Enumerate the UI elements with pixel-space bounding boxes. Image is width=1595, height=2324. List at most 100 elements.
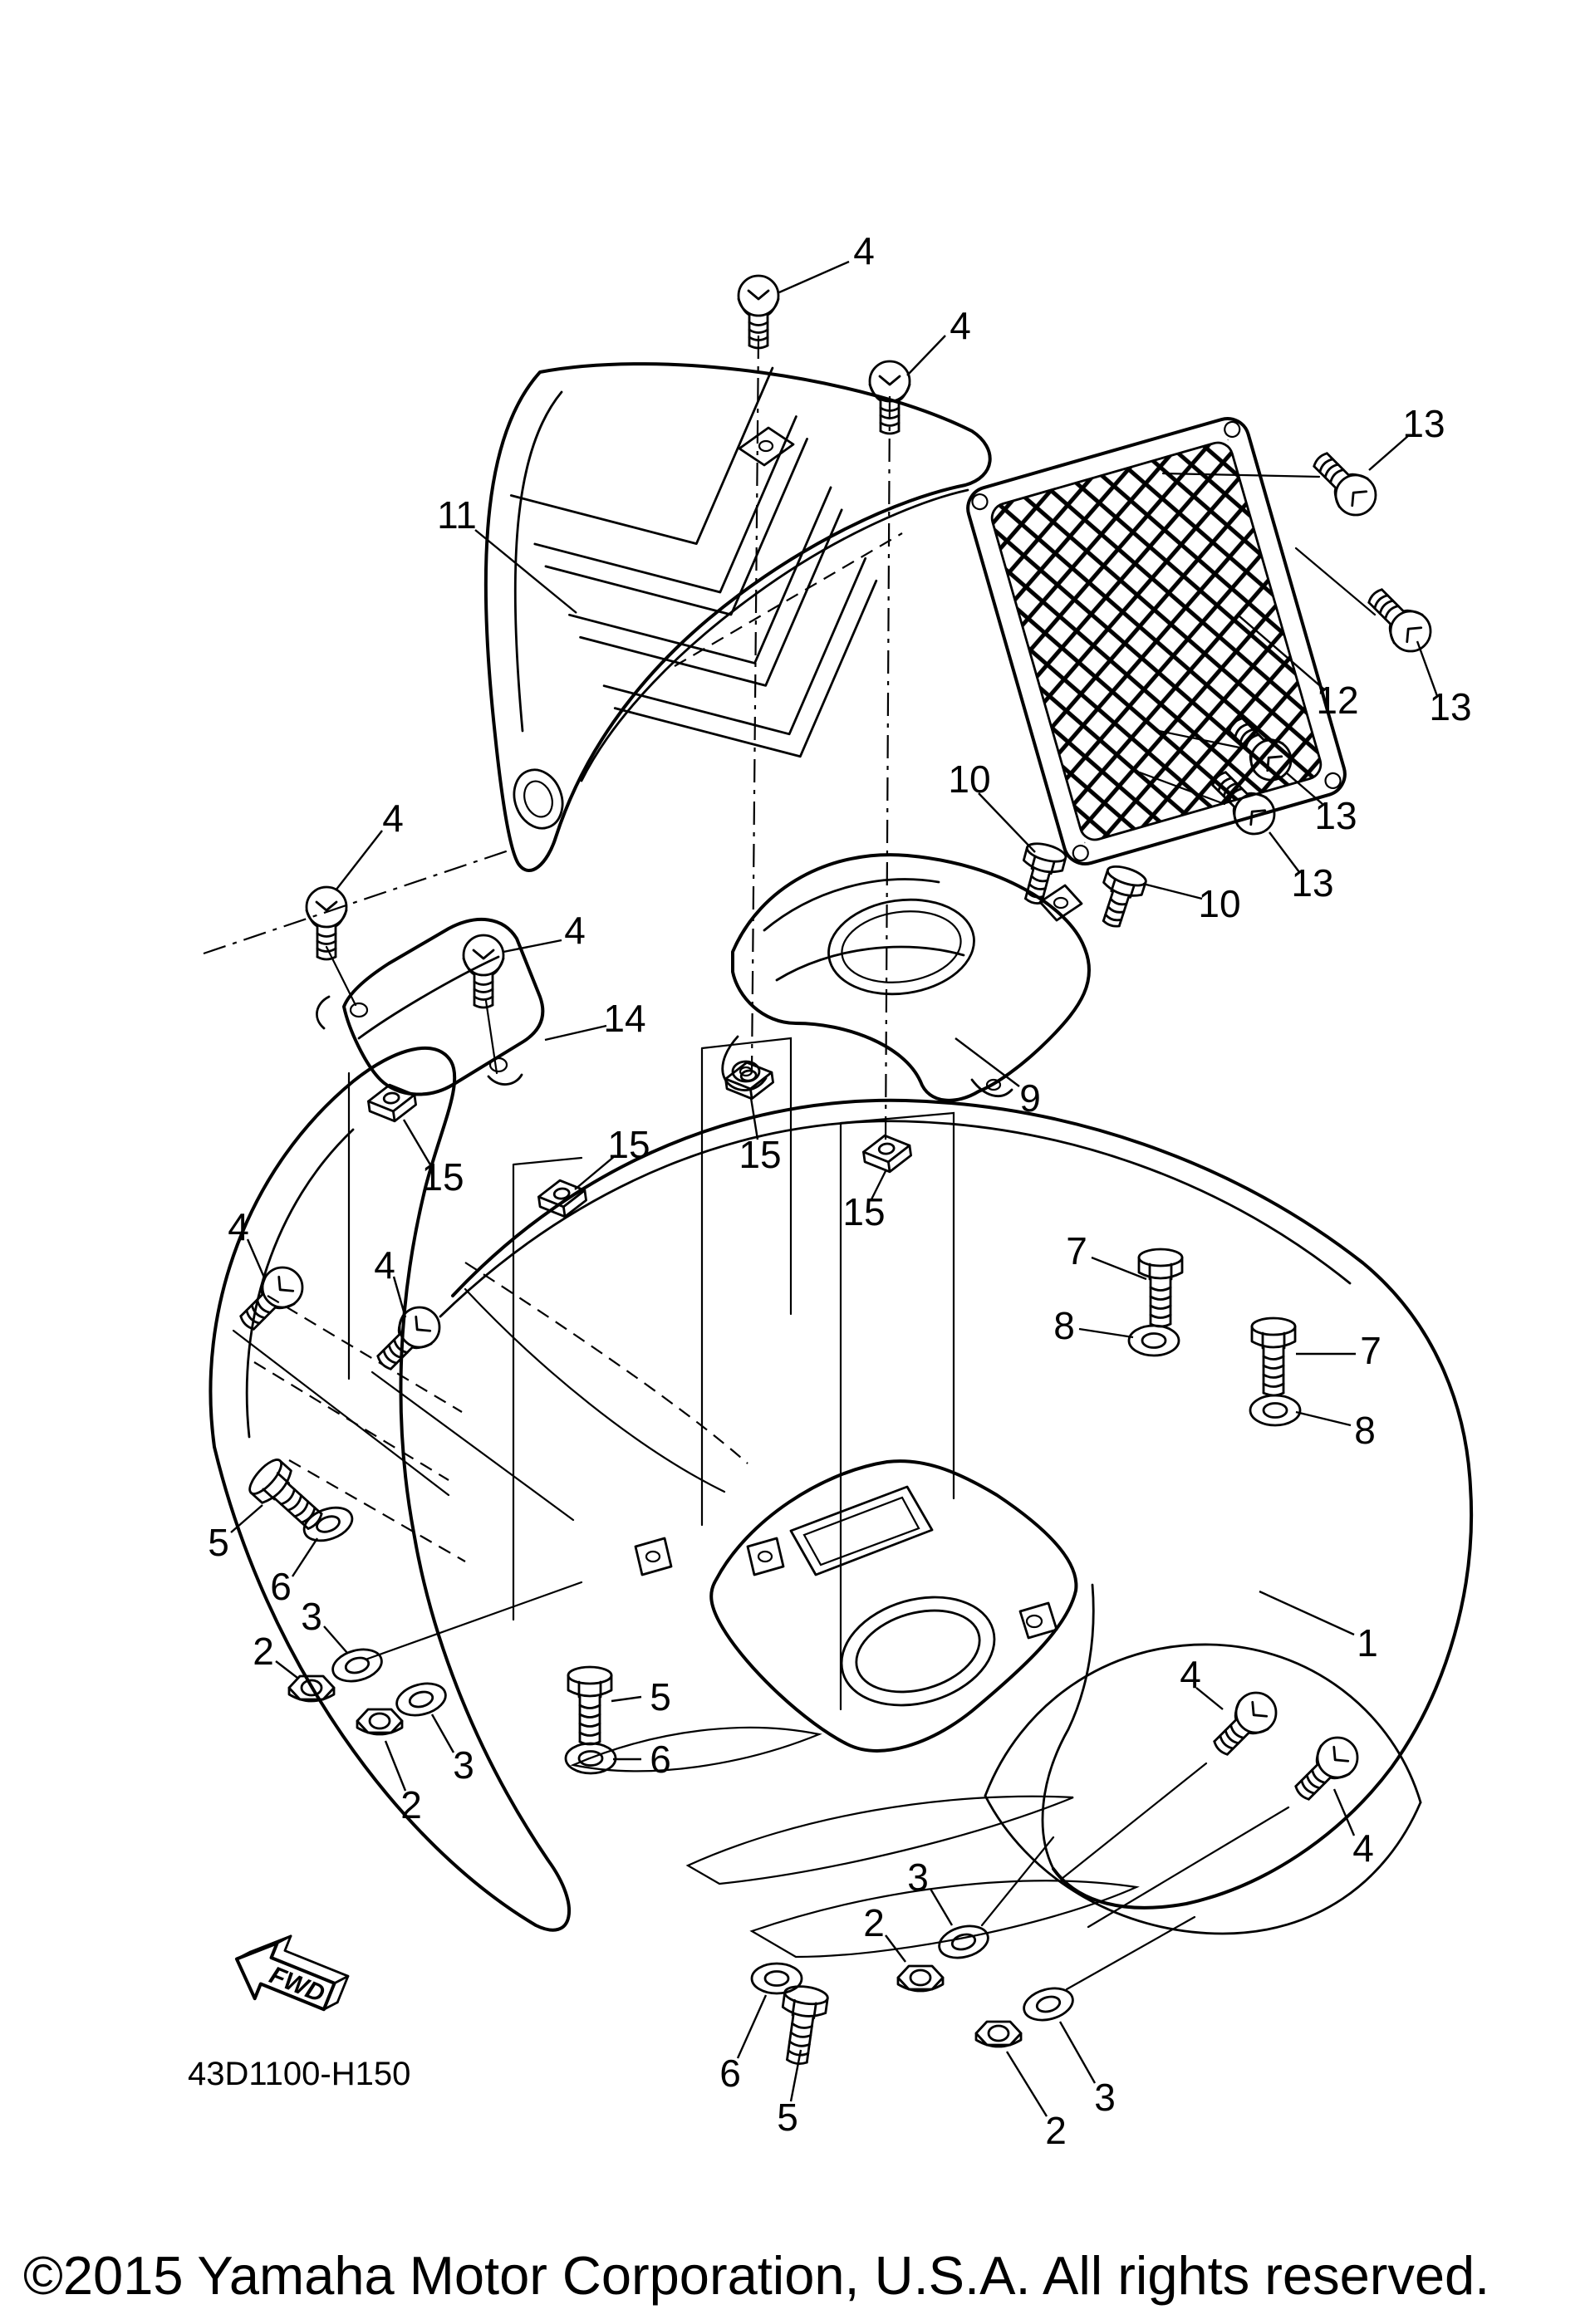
screw-hex-icon — [1090, 861, 1150, 933]
callout-2: 2 — [1045, 2109, 1067, 2152]
callout-leader-9 — [955, 1037, 1020, 1087]
callout-leader-6 — [291, 1537, 319, 1577]
callout-leader-2 — [885, 1934, 906, 1963]
callout-8: 8 — [1053, 1304, 1075, 1347]
callout-leader-5 — [611, 1695, 642, 1703]
callout-6: 6 — [719, 2052, 741, 2095]
callout-6: 6 — [270, 1565, 292, 1608]
callout-3: 3 — [453, 1743, 474, 1787]
callout-leader-5 — [789, 2049, 802, 2102]
washer-icon — [391, 1677, 451, 1722]
washer-icon — [298, 1500, 358, 1548]
nut-icon — [974, 2020, 1023, 2048]
callout-leader-2 — [275, 1660, 298, 1679]
screw-pan-icon — [1358, 579, 1440, 661]
part-front-fender — [209, 1046, 1474, 1959]
screw-pan-icon — [462, 934, 505, 1009]
chevron-ribs — [509, 366, 878, 758]
callout-4: 4 — [228, 1205, 249, 1248]
callout-4: 4 — [382, 797, 404, 840]
washer-icon — [750, 1962, 803, 1995]
callout-leader-13 — [1269, 831, 1300, 873]
bolt-hex-icon — [1250, 1316, 1297, 1397]
callout-leader-10 — [978, 792, 1036, 853]
callout-4: 4 — [950, 304, 971, 347]
clip-nut-icon — [722, 1057, 777, 1104]
callout-4: 4 — [564, 909, 586, 952]
callout-2: 2 — [400, 1783, 422, 1826]
callout-15: 15 — [421, 1155, 464, 1199]
bolt-hex-icon — [567, 1665, 613, 1746]
part-center-cover — [721, 853, 1092, 1102]
callout-leader-4 — [906, 335, 946, 376]
callout-leader-8 — [1078, 1327, 1134, 1339]
callout-leader-3 — [430, 1714, 455, 1753]
copyright-text: ©2015 Yamaha Motor Corporation, U.S.A. A… — [23, 2245, 1489, 2306]
callout-4: 4 — [374, 1243, 395, 1287]
screw-pan-icon — [367, 1297, 449, 1380]
nut-icon — [356, 1708, 404, 1736]
fwd-arrow: FWD — [234, 1934, 350, 2012]
washer-icon — [327, 1643, 387, 1688]
callout-leader-2 — [384, 1740, 407, 1792]
callout-10: 10 — [948, 758, 990, 801]
callout-leader-4 — [335, 830, 383, 891]
callout-3: 3 — [907, 1856, 929, 1899]
callout-leader-4 — [246, 1238, 266, 1278]
callout-3: 3 — [1094, 2076, 1116, 2119]
callout-leader-4 — [1195, 1687, 1224, 1710]
screw-pan-icon — [1303, 443, 1386, 525]
callout-leader-4 — [503, 939, 562, 954]
callout-leader-7 — [1091, 1256, 1147, 1281]
callout-leader-15 — [749, 1097, 759, 1140]
callout-4: 4 — [1180, 1653, 1201, 1696]
callout-4: 4 — [1352, 1826, 1374, 1870]
callout-6: 6 — [650, 1738, 671, 1781]
callout-leader-4 — [778, 260, 850, 294]
callout-9: 9 — [1019, 1076, 1041, 1120]
part-bracket-cushion — [316, 918, 545, 1096]
callout-leader-3 — [323, 1625, 348, 1654]
part-grille — [966, 417, 1347, 865]
callout-leader-10 — [1142, 882, 1203, 900]
bolt-hex-icon — [773, 1983, 831, 2068]
callout-12: 12 — [1316, 679, 1358, 722]
nut-icon — [896, 1964, 945, 1993]
callout-leader-14 — [544, 1024, 607, 1042]
callout-13: 13 — [1291, 861, 1333, 905]
callout-leader-15 — [870, 1170, 887, 1200]
callout-14: 14 — [603, 997, 645, 1040]
callout-leader-3 — [929, 1888, 954, 1926]
callout-leader-11 — [474, 529, 577, 614]
callout-leader-4 — [392, 1276, 407, 1318]
washer-icon — [1018, 1982, 1078, 2027]
callout-leader-12 — [1239, 615, 1325, 690]
callout-leader-15 — [574, 1155, 616, 1190]
callout-leader-8 — [1295, 1410, 1352, 1427]
screw-pan-icon — [1204, 1683, 1286, 1765]
callout-13: 13 — [1314, 794, 1357, 837]
callout-leader-13 — [1285, 772, 1323, 805]
callout-5: 5 — [650, 1675, 671, 1718]
bolt-hex-icon — [1137, 1248, 1184, 1328]
drawing-code: 43D1100-H150 — [188, 2056, 410, 2092]
callout-leader-5 — [230, 1504, 263, 1533]
callout-15: 15 — [842, 1190, 885, 1233]
callout-4: 4 — [853, 229, 875, 272]
callout-1: 1 — [1357, 1621, 1378, 1665]
callout-leader-4 — [1332, 1788, 1356, 1836]
part-front-panel — [483, 362, 992, 872]
callout-8: 8 — [1354, 1409, 1376, 1452]
callout-13: 13 — [1429, 685, 1471, 728]
callout-leader-3 — [1058, 2021, 1097, 2084]
washer-icon — [1249, 1394, 1302, 1427]
callout-leader-1 — [1259, 1590, 1355, 1636]
callout-10: 10 — [1198, 882, 1240, 925]
callout-15: 15 — [607, 1123, 650, 1166]
callout-11: 11 — [437, 493, 477, 537]
clip-nut-icon — [860, 1130, 915, 1177]
callout-leader-13 — [1416, 640, 1439, 697]
callout-2: 2 — [253, 1630, 274, 1673]
callout-leader-15 — [402, 1119, 433, 1167]
callout-3: 3 — [301, 1595, 322, 1638]
